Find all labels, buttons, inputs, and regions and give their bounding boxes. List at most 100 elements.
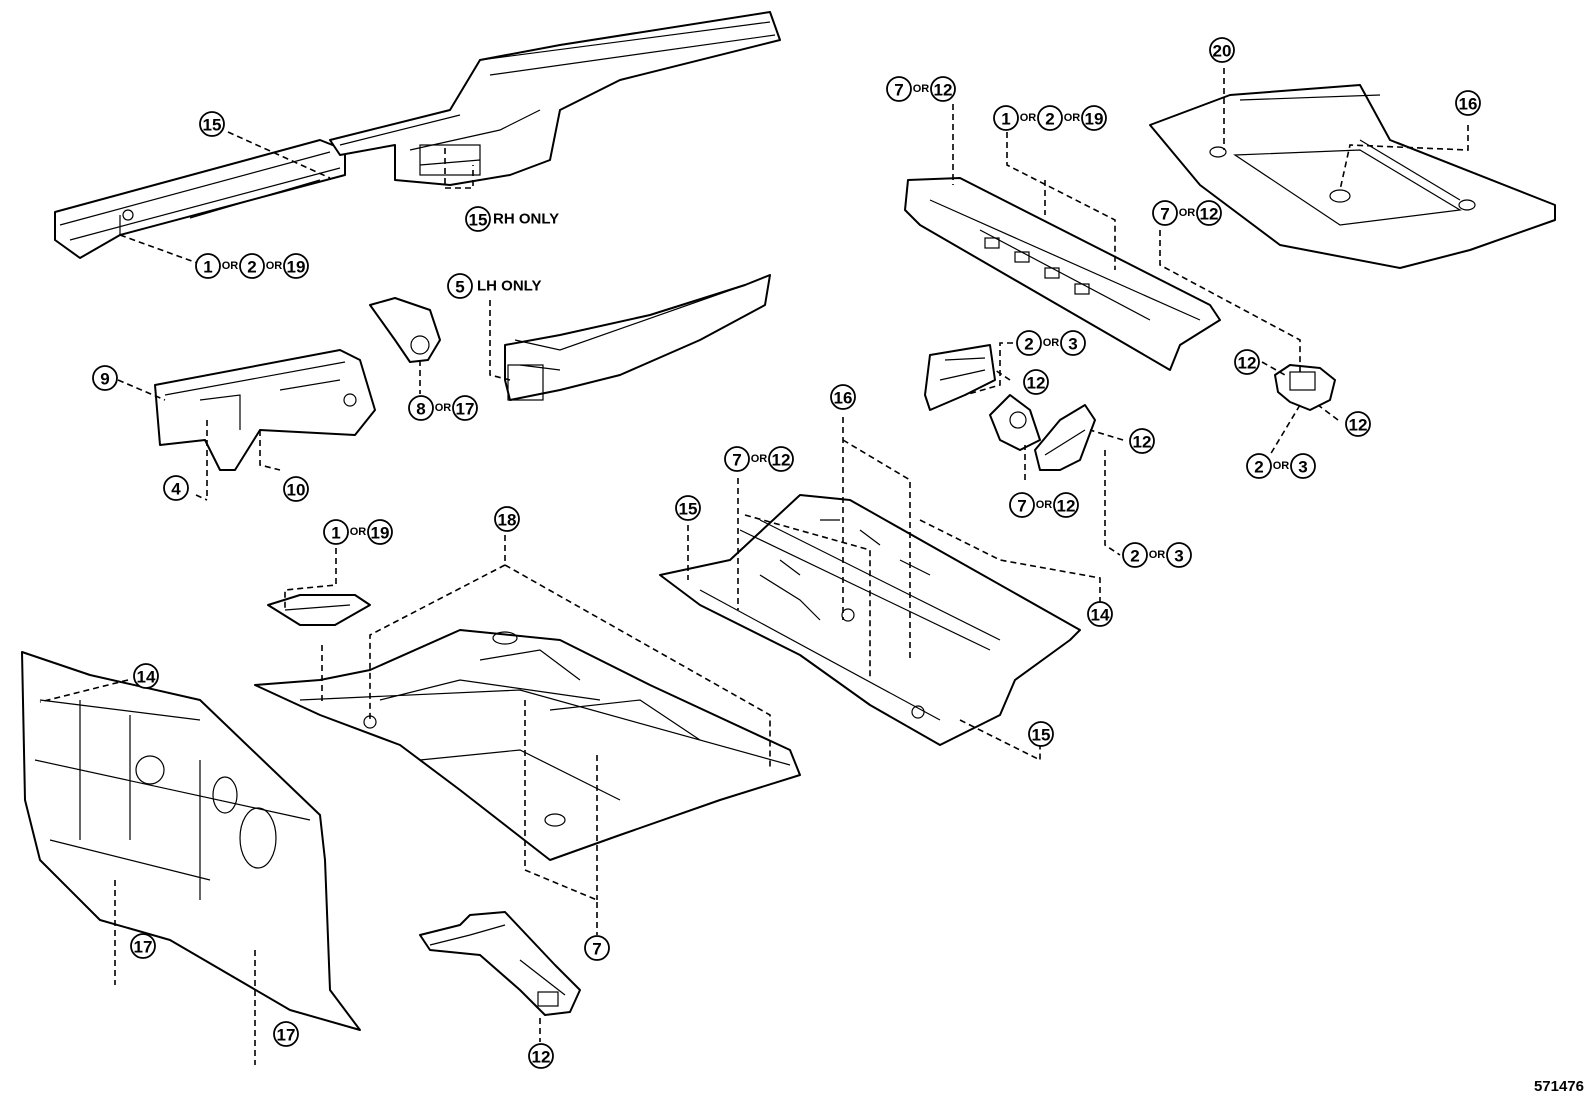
part-number: 2 bbox=[1045, 110, 1054, 129]
callout-c12-b: 12 bbox=[1234, 349, 1260, 375]
floor-brace-1-or-19 bbox=[267, 594, 371, 626]
tunnel-brace bbox=[419, 911, 581, 1016]
callout-c16-a: 16 bbox=[1455, 90, 1481, 116]
callout-circle bbox=[675, 495, 701, 521]
callout-circle bbox=[1455, 90, 1481, 116]
part-number: 7 bbox=[1017, 497, 1026, 516]
callout-circle bbox=[133, 663, 159, 689]
part-number: 12 bbox=[1349, 416, 1368, 435]
part-number: 1 bbox=[1001, 110, 1010, 129]
callout-circle bbox=[1081, 105, 1107, 131]
callout-circle bbox=[130, 933, 156, 959]
part-number: 2 bbox=[1024, 335, 1033, 354]
part-number: 7 bbox=[732, 451, 741, 470]
part-number: 7 bbox=[894, 81, 903, 100]
or-separator: OR bbox=[1043, 337, 1060, 349]
part-number: 20 bbox=[1213, 42, 1232, 61]
callout-circle bbox=[930, 76, 956, 102]
part-number: 17 bbox=[277, 1026, 296, 1045]
part-number: 19 bbox=[371, 524, 390, 543]
bracket-7-or-12 bbox=[989, 394, 1041, 451]
or-separator: OR bbox=[350, 526, 367, 538]
part-number: 19 bbox=[1085, 110, 1104, 129]
callout-circle bbox=[283, 253, 309, 279]
front-floor-pan bbox=[254, 629, 801, 861]
part-number: 16 bbox=[834, 389, 853, 408]
or-separator: OR bbox=[751, 453, 768, 465]
callout-c12-c: 12 bbox=[1345, 411, 1371, 437]
bracket-8-or-17 bbox=[369, 297, 441, 363]
part-number: 8 bbox=[416, 400, 425, 419]
callout-c12-d: 12 bbox=[1129, 428, 1155, 454]
callout-c12-a: 12 bbox=[1023, 369, 1049, 395]
rh-only-note: RH ONLY bbox=[493, 211, 559, 228]
part-number: 12 bbox=[772, 451, 791, 470]
leader-lines bbox=[39, 68, 1469, 1065]
part-number: 4 bbox=[171, 480, 181, 499]
callout-c17-a: 17 bbox=[130, 933, 156, 959]
part-number: 9 bbox=[100, 370, 109, 389]
or-separator: OR bbox=[1149, 549, 1166, 561]
callout-c15-top: 15 bbox=[199, 111, 225, 137]
lh-only-note: LH ONLY bbox=[477, 278, 541, 295]
rear-cross-member bbox=[904, 177, 1221, 371]
callout-circle bbox=[528, 1043, 554, 1069]
or-separator: OR bbox=[266, 260, 283, 272]
dash-panel bbox=[21, 651, 361, 1031]
callout-c7-12-d: 7 OR 12 bbox=[724, 446, 794, 472]
front-suspension-bracket bbox=[154, 349, 376, 471]
callout-circle bbox=[273, 1021, 299, 1047]
part-number: 3 bbox=[1298, 458, 1307, 477]
callout-circle bbox=[993, 105, 1019, 131]
or-separator: OR bbox=[222, 260, 239, 272]
callout-circle bbox=[92, 365, 118, 391]
callout-c12-e: 12 bbox=[528, 1043, 554, 1069]
side-member-lh bbox=[504, 274, 771, 401]
callout-circle bbox=[1290, 453, 1316, 479]
callout-circle bbox=[1345, 411, 1371, 437]
callout-circle bbox=[830, 384, 856, 410]
rear-floor-pan bbox=[1149, 84, 1556, 269]
callout-circle bbox=[768, 446, 794, 472]
part-number: 3 bbox=[1174, 547, 1183, 566]
or-separator: OR bbox=[1273, 460, 1290, 472]
callout-c15-rh: 15 bbox=[465, 206, 491, 232]
callout-circle bbox=[1122, 542, 1148, 568]
callout-circle bbox=[1196, 200, 1222, 226]
callout-circle bbox=[367, 519, 393, 545]
part-number: 2 bbox=[247, 258, 256, 277]
callout-circle bbox=[1016, 330, 1042, 356]
part-number: 10 bbox=[287, 481, 306, 500]
part-number: 5 bbox=[455, 278, 464, 297]
callout-c15-b: 15 bbox=[675, 495, 701, 521]
bracket-2-or-3-b bbox=[1034, 404, 1096, 471]
or-separator: OR bbox=[1020, 112, 1037, 124]
part-number: 14 bbox=[137, 668, 156, 687]
callout-circle bbox=[1037, 105, 1063, 131]
callout-circle bbox=[163, 475, 189, 501]
callout-c14-a: 14 bbox=[1087, 601, 1113, 627]
callout-circle bbox=[1028, 721, 1054, 747]
callout-circle bbox=[1209, 37, 1235, 63]
part-number: 18 bbox=[498, 511, 517, 530]
callout-circle bbox=[724, 446, 750, 472]
callout-c18: 18 bbox=[494, 506, 520, 532]
callout-circle bbox=[199, 111, 225, 137]
callout-circle bbox=[1087, 601, 1113, 627]
or-separator: OR bbox=[913, 83, 930, 95]
callout-circle bbox=[886, 76, 912, 102]
part-number: 17 bbox=[134, 938, 153, 957]
part-number: 19 bbox=[287, 258, 306, 277]
part-number: 15 bbox=[679, 500, 698, 519]
part-number: 14 bbox=[1091, 606, 1110, 625]
front-side-rail-right bbox=[329, 11, 781, 186]
or-separator: OR bbox=[1179, 207, 1196, 219]
callout-c15-c: 15 bbox=[1028, 721, 1054, 747]
